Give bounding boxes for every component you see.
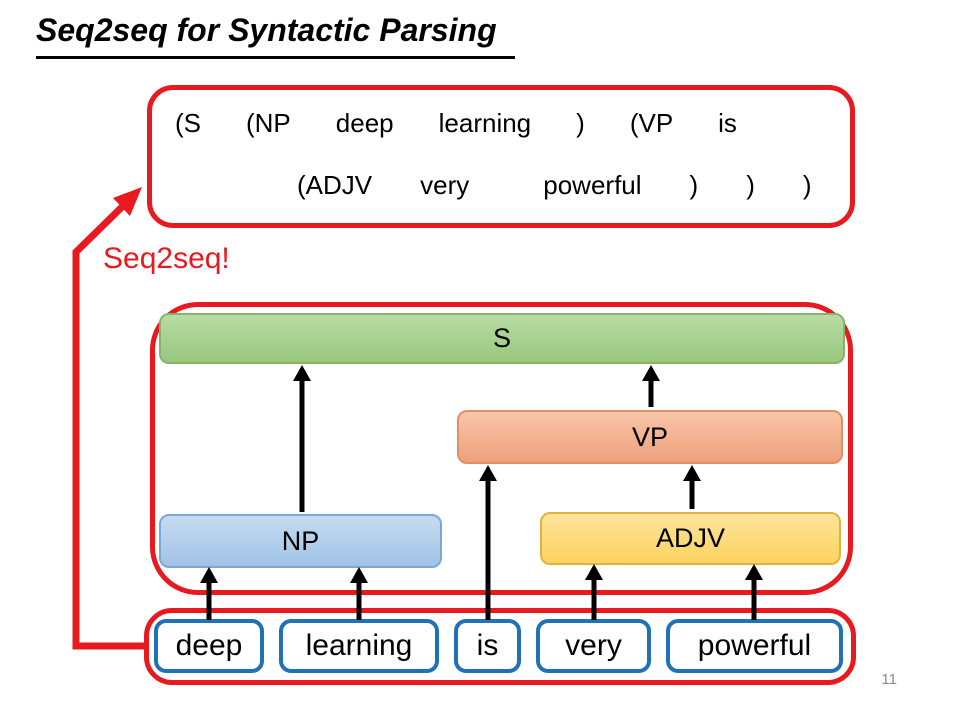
parse-token: powerful (543, 170, 642, 200)
parse-token: ) (689, 170, 699, 200)
word-box-powerful: powerful (666, 619, 843, 673)
word-label: very (565, 629, 622, 662)
parse-tree-box: S VP NP ADJV (150, 302, 853, 595)
tree-node-adjv: ADJV (540, 512, 841, 565)
tree-node-s: S (159, 313, 845, 364)
word-label: powerful (697, 629, 812, 662)
tree-node-label: NP (281, 525, 320, 556)
parse-token: is (718, 108, 737, 138)
parse-token: ) (802, 170, 812, 200)
linearized-parse-box: (S (NP deep learning ) (VP is (ADJV very… (147, 85, 855, 228)
seq2seq-label: Seq2seq! (103, 242, 230, 275)
word-label: deep (175, 629, 243, 662)
tree-node-label: S (492, 323, 511, 353)
tree-node-vp: VP (457, 410, 843, 464)
tree-node-np: NP (159, 514, 442, 568)
page-number: 11 (881, 671, 897, 688)
parse-token: deep (335, 108, 394, 138)
word-box-deep: deep (154, 619, 264, 673)
slide-title: Seq2seq for Syntactic Parsing (36, 12, 515, 59)
parse-token: learning (438, 108, 532, 138)
tree-node-label: VP (631, 421, 669, 452)
parse-token: ) (576, 108, 585, 138)
input-words-box: deep learning is very powerful (144, 608, 856, 685)
parse-token: (ADJV (297, 170, 373, 200)
parse-token: (NP (246, 108, 291, 138)
parse-token: ) (746, 170, 755, 200)
word-label: learning (305, 629, 413, 662)
word-label: is (476, 629, 499, 662)
word-box-is: is (454, 619, 521, 673)
parse-token: (VP (629, 108, 674, 138)
tree-node-label: ADJV (655, 523, 726, 553)
word-box-very: very (536, 619, 651, 673)
parse-token: very (420, 170, 470, 200)
parse-token: (S (175, 108, 201, 138)
word-box-learning: learning (279, 619, 439, 673)
parse-sequence-line-1: (S (NP deep learning ) (VP is (175, 108, 737, 139)
parse-sequence-line-2: (ADJV very powerful ) ) ) (297, 170, 812, 201)
